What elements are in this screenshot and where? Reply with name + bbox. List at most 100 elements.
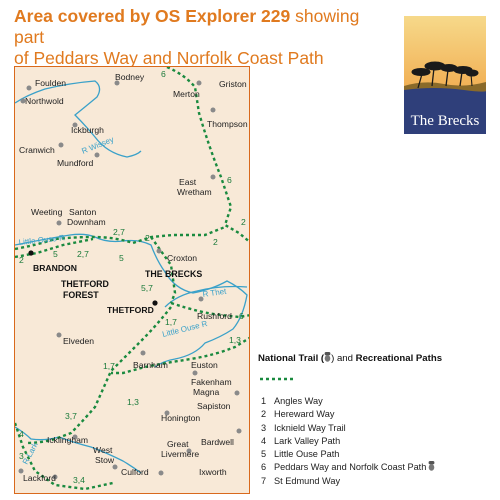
place-santon-downham-2: Downham <box>67 217 106 227</box>
trees-landscape-icon <box>404 16 486 134</box>
route-map: Foulden Bodney Merton Griston Northwold … <box>15 67 249 491</box>
route-number-3-4: 3,4 <box>73 475 85 485</box>
acorn-icon <box>428 461 435 472</box>
route-number-2-left: 2 <box>19 255 24 265</box>
route-hereward-way <box>15 225 226 251</box>
route-number-1-7-a: 1,7 <box>165 317 177 327</box>
place-griston: Griston <box>219 79 247 89</box>
routes <box>15 67 249 491</box>
river-lark <box>15 426 142 474</box>
route-number: 5 <box>261 449 267 460</box>
place-barnham: Barnham <box>133 360 168 370</box>
route-list-item: 2 Hereward Way <box>258 408 494 421</box>
route-number: 2 <box>261 409 267 420</box>
river-wissey <box>15 80 142 158</box>
route-number-1-3-a: 1,3 <box>229 335 241 345</box>
title-rest: showing part <box>14 6 360 47</box>
place-euston: Euston <box>191 360 218 370</box>
place-east-wretham-2: Wretham <box>177 187 212 197</box>
place-fakenham-magna-2: Magna <box>193 387 219 397</box>
place-thetford-forest-1: THETFORD <box>61 279 109 289</box>
legend: National Trail ( ) and Recreational Paths… <box>258 352 494 488</box>
place-lackford: Lackford <box>23 473 56 483</box>
route-number: 4 <box>261 435 267 446</box>
place-merton: Merton <box>173 89 200 99</box>
brecks-thumbnail: The Brecks <box>404 16 486 134</box>
place-honington: Honington <box>161 413 200 423</box>
route-icknield-way <box>24 306 172 445</box>
place-ixworth: Ixworth <box>199 467 227 477</box>
route-number-5-7: 5,7 <box>141 283 153 293</box>
route-number-2-right2: 2 <box>213 237 218 247</box>
route-name: St Edmund Way <box>274 475 341 486</box>
route-number-1-7-b: 1,7 <box>103 361 115 371</box>
place-thetford-forest-2: FOREST <box>63 290 99 300</box>
place-dots <box>18 80 242 480</box>
place-thompson: Thompson <box>207 119 248 129</box>
place-bardwell: Bardwell <box>201 437 234 447</box>
river-thet <box>164 285 248 308</box>
route-number-4: 4 <box>19 429 24 439</box>
place-east-wretham-1: East <box>179 177 197 187</box>
place-the-brecks: THE BRECKS <box>145 269 202 279</box>
route-number-5-b: 5 <box>119 253 124 263</box>
route-number-6-top: 6 <box>161 69 166 79</box>
route-name: Peddars Way and Norfolk Coast Path <box>274 462 427 473</box>
route-list-item: 4 Lark Valley Path <box>258 435 494 448</box>
route-number-6-right: 6 <box>239 311 244 321</box>
legend-route-sample <box>258 369 494 387</box>
route-number-2-7-a: 2,7 <box>113 227 125 237</box>
route-number: 6 <box>261 462 267 473</box>
place-bodney: Bodney <box>115 72 145 82</box>
title-bold: Area covered by OS Explorer 229 <box>14 6 291 26</box>
route-list-item: 7 St Edmund Way <box>258 475 494 488</box>
route-number-2-7-b: 2,7 <box>77 249 89 259</box>
route-number: 7 <box>261 475 267 486</box>
route-number-1-3-b: 1,3 <box>127 397 139 407</box>
place-croxton: Croxton <box>167 253 197 263</box>
town-dots <box>28 250 158 306</box>
place-brandon: BRANDON <box>33 263 77 273</box>
place-cranwich: Cranwich <box>19 145 55 155</box>
place-great-livermere-1: Great <box>167 439 189 449</box>
place-sapiston: Sapiston <box>197 401 231 411</box>
route-number-6-mid: 6 <box>227 175 232 185</box>
place-west-stow-1: West <box>93 445 113 455</box>
route-number-5-a: 5 <box>53 249 58 259</box>
place-foulden: Foulden <box>35 78 66 88</box>
legend-title-and: ) and <box>331 353 356 364</box>
route-list-item: 1 Angles Way <box>258 395 494 408</box>
place-fakenham-magna-1: Fakenham <box>191 377 232 387</box>
route-name: Little Ouse Path <box>274 449 340 460</box>
route-number-3-7: 3,7 <box>65 411 77 421</box>
place-northwold: Northwold <box>25 96 64 106</box>
legend-title-national-trail: National Trail ( <box>258 353 325 364</box>
route-name: Hereward Way <box>274 409 335 420</box>
place-mundford: Mundford <box>57 158 94 168</box>
river-label-thet: R Thet <box>202 287 228 299</box>
route-number: 1 <box>261 396 267 406</box>
map-panel: Foulden Bodney Merton Griston Northwold … <box>14 66 250 494</box>
route-number-2-right1: 2 <box>241 217 246 227</box>
legend-title-recreational-paths: Recreational Paths <box>355 353 443 364</box>
route-number-3: 3 <box>19 451 24 461</box>
place-ickburgh: Ickburgh <box>71 125 104 135</box>
route-name: Angles Way <box>274 396 323 406</box>
route-name: Lark Valley Path <box>274 435 341 446</box>
place-elveden: Elveden <box>63 336 94 346</box>
route-name: Icknield Way Trail <box>274 422 346 433</box>
place-thetford: THETFORD <box>107 305 154 315</box>
route-peddars-east <box>170 301 249 319</box>
legend-title: National Trail ( ) and Recreational Paths <box>258 352 494 364</box>
route-list-item: 6 Peddars Way and Norfolk Coast Path <box>258 461 494 474</box>
rivers <box>15 80 248 474</box>
place-weeting: Weeting <box>31 207 63 217</box>
place-culford: Culford <box>121 467 149 477</box>
place-icklingham: Icklingham <box>47 435 88 445</box>
place-great-livermere-2: Livermere <box>161 449 199 459</box>
thumbnail-label: The Brecks <box>410 113 480 129</box>
page-title: Area covered by OS Explorer 229 showing … <box>14 6 394 69</box>
route-number-2-croxton: 2 <box>145 233 150 243</box>
